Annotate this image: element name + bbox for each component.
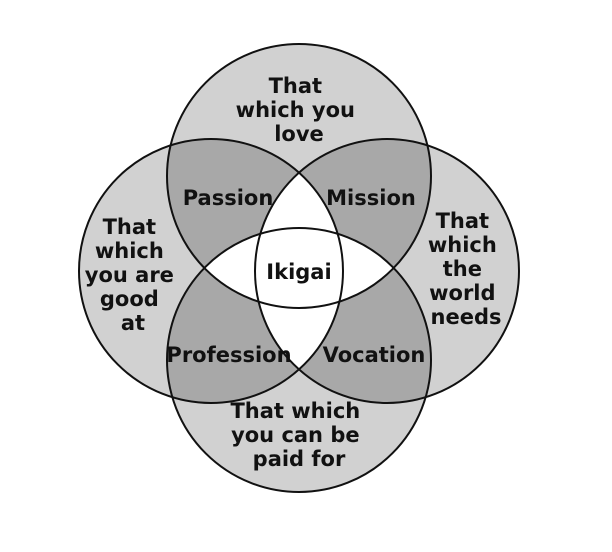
label-ikigai: Ikigai <box>266 260 331 284</box>
label-paid-for: That which you can be paid for <box>230 399 367 471</box>
circle-outlines <box>78 43 520 493</box>
label-good-at: That which you are good at <box>85 215 181 335</box>
label-love: That which you love <box>236 74 363 146</box>
center-horizontal-lens <box>255 139 343 403</box>
label-vocation: Vocation <box>323 343 426 367</box>
label-profession: Profession <box>166 343 291 367</box>
label-mission: Mission <box>326 186 416 210</box>
label-world-needs: That which the world needs <box>428 209 504 329</box>
label-passion: Passion <box>183 186 274 210</box>
